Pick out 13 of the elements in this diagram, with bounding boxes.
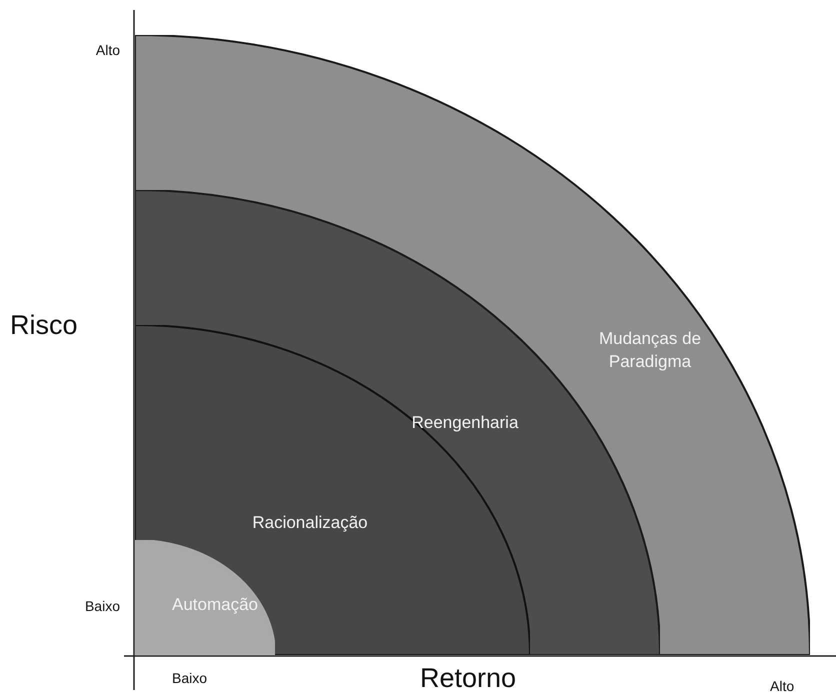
axis-label: Baixo <box>84 597 120 616</box>
axis-label: Retorno <box>420 662 516 695</box>
quarter-ring <box>135 540 275 655</box>
axis-label: Alto <box>770 677 794 696</box>
ring-label: Racionalização <box>251 512 369 534</box>
ring-label: Reengenharia <box>410 412 520 434</box>
axis-label: Risco <box>10 309 78 342</box>
quarter-ring <box>135 35 810 655</box>
ring-label: Mudanças de Paradigma <box>598 328 702 373</box>
quarter-ring <box>135 325 530 655</box>
ring-label: Automação <box>171 594 259 616</box>
axis-label: Baixo <box>172 669 208 688</box>
axis-label: Alto <box>94 41 120 60</box>
